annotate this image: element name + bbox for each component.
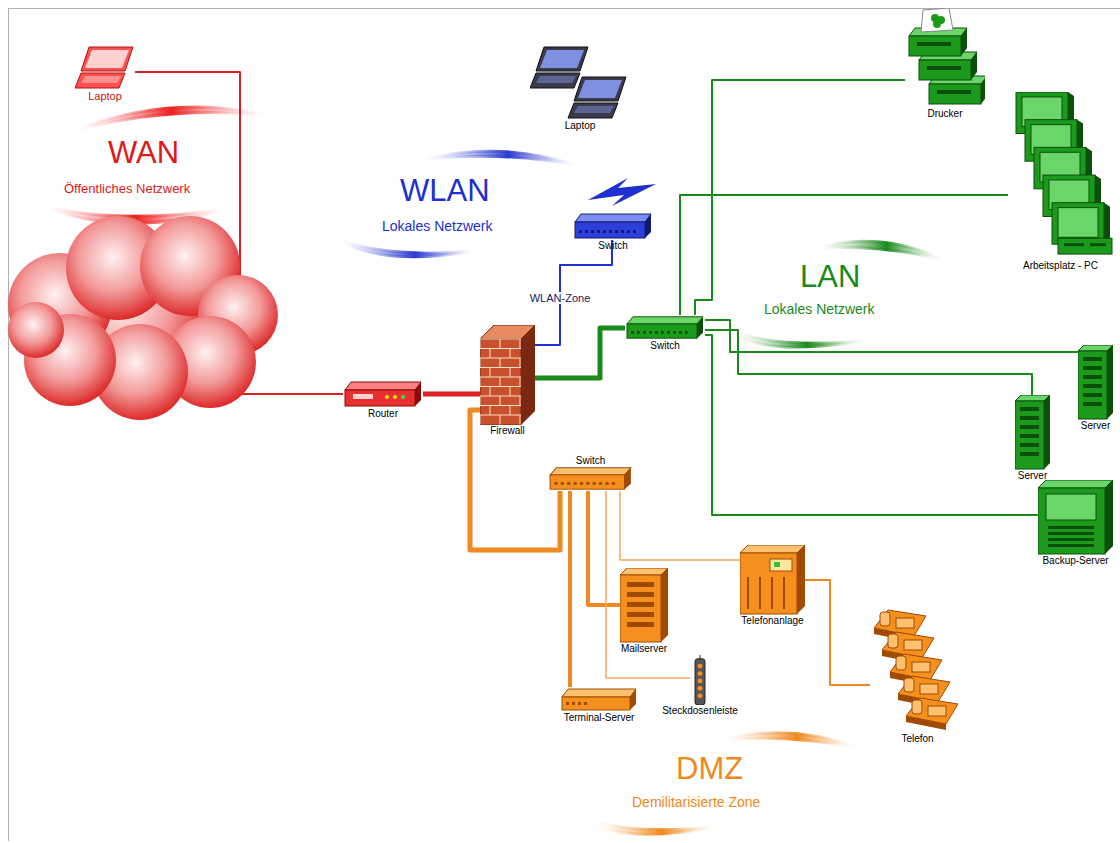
device-label: Switch (625, 340, 705, 352)
switch-icon (625, 315, 705, 340)
device-node: Terminal-Server (560, 687, 638, 724)
network-cable (568, 491, 572, 687)
device-node: Drucker (905, 8, 985, 120)
dmz-swoosh (720, 733, 860, 748)
device-node: Laptop (530, 45, 630, 132)
zone-label: WLAN (400, 174, 490, 208)
device-node: Telefonanlage (739, 545, 806, 627)
device-node: Server (1015, 395, 1050, 482)
wireless-lightning (588, 178, 656, 206)
device-node: Switch (573, 212, 653, 252)
device-label: Router (343, 408, 423, 420)
device-node: Telefon (870, 608, 965, 745)
device-label: Firewall (480, 425, 535, 437)
lan-swoosh (815, 241, 945, 260)
wlan-swoosh (335, 238, 480, 257)
device-node: Laptop (75, 45, 135, 103)
router-icon (343, 380, 423, 408)
device-node: Firewall (480, 325, 535, 437)
dmz-swoosh (590, 820, 720, 834)
device-label: Arbeitsplatz - PC (1008, 260, 1113, 272)
device-label: Server (1078, 420, 1113, 432)
device-node: Switch (548, 455, 633, 492)
device-node: Switch (625, 315, 705, 352)
zone-label: Öffentliches Netzwerk (64, 182, 190, 196)
cable-label: WLAN-Zone (528, 292, 593, 305)
bigserver-icon (1038, 480, 1113, 555)
device-label: Switch (548, 455, 633, 467)
network-cable (705, 320, 1078, 352)
network-cable (805, 580, 870, 685)
wan-swoosh (70, 107, 272, 132)
device-node: Steckdosenleiste (660, 655, 740, 717)
tower-icon (1015, 395, 1050, 470)
device-label: Telefonanlage (739, 615, 806, 627)
zone-label: WAN (108, 136, 179, 170)
firewall-icon (480, 325, 535, 425)
pcs-icon (1008, 92, 1113, 260)
laptop-icon (75, 45, 135, 90)
device-node: Router (343, 380, 423, 420)
zone-label: Demilitarisierte Zone (632, 795, 760, 810)
tower-icon (1078, 345, 1113, 420)
device-label: Mailserver (619, 643, 670, 655)
device-label: Laptop (75, 90, 135, 103)
terminal-icon (560, 687, 638, 712)
device-label: Telefon (870, 733, 965, 745)
pbx-icon (740, 545, 805, 615)
network-cable (620, 491, 740, 560)
zone-label: LAN (800, 260, 860, 294)
device-label: Steckdosenleiste (660, 705, 740, 717)
switch-icon (548, 466, 633, 491)
device-node: Backup-Server (1038, 480, 1113, 567)
network-cable (588, 491, 620, 605)
laptops-icon (530, 45, 630, 120)
device-node: Server (1078, 345, 1113, 432)
device-label: Laptop (530, 120, 630, 132)
wlan-swoosh (420, 151, 580, 166)
phones-icon (870, 608, 965, 733)
device-label: Server (1015, 470, 1050, 482)
network-cable (470, 410, 560, 550)
device-label: Drucker (905, 108, 985, 120)
strip-icon (690, 655, 710, 705)
printer-icon (905, 8, 985, 108)
device-label: Backup-Server (1038, 555, 1113, 567)
network-cable (535, 328, 625, 378)
mail-icon (620, 568, 668, 643)
device-node: Mailserver (619, 568, 670, 655)
lan-swoosh (730, 330, 870, 347)
zone-label: Lokales Netzwerk (764, 302, 875, 317)
zone-label: Lokales Netzwerk (382, 219, 493, 234)
network-cable (705, 330, 1032, 395)
network-cable (695, 80, 905, 315)
network-cable (606, 491, 690, 678)
switch-icon (573, 212, 653, 240)
network-cable (680, 195, 1008, 315)
device-label: Switch (573, 240, 653, 252)
network-cable (705, 335, 1038, 515)
device-node: Arbeitsplatz - PC (1008, 92, 1113, 272)
zone-label: DMZ (676, 752, 743, 786)
device-label: Terminal-Server (560, 712, 638, 724)
network-cable (423, 392, 480, 397)
